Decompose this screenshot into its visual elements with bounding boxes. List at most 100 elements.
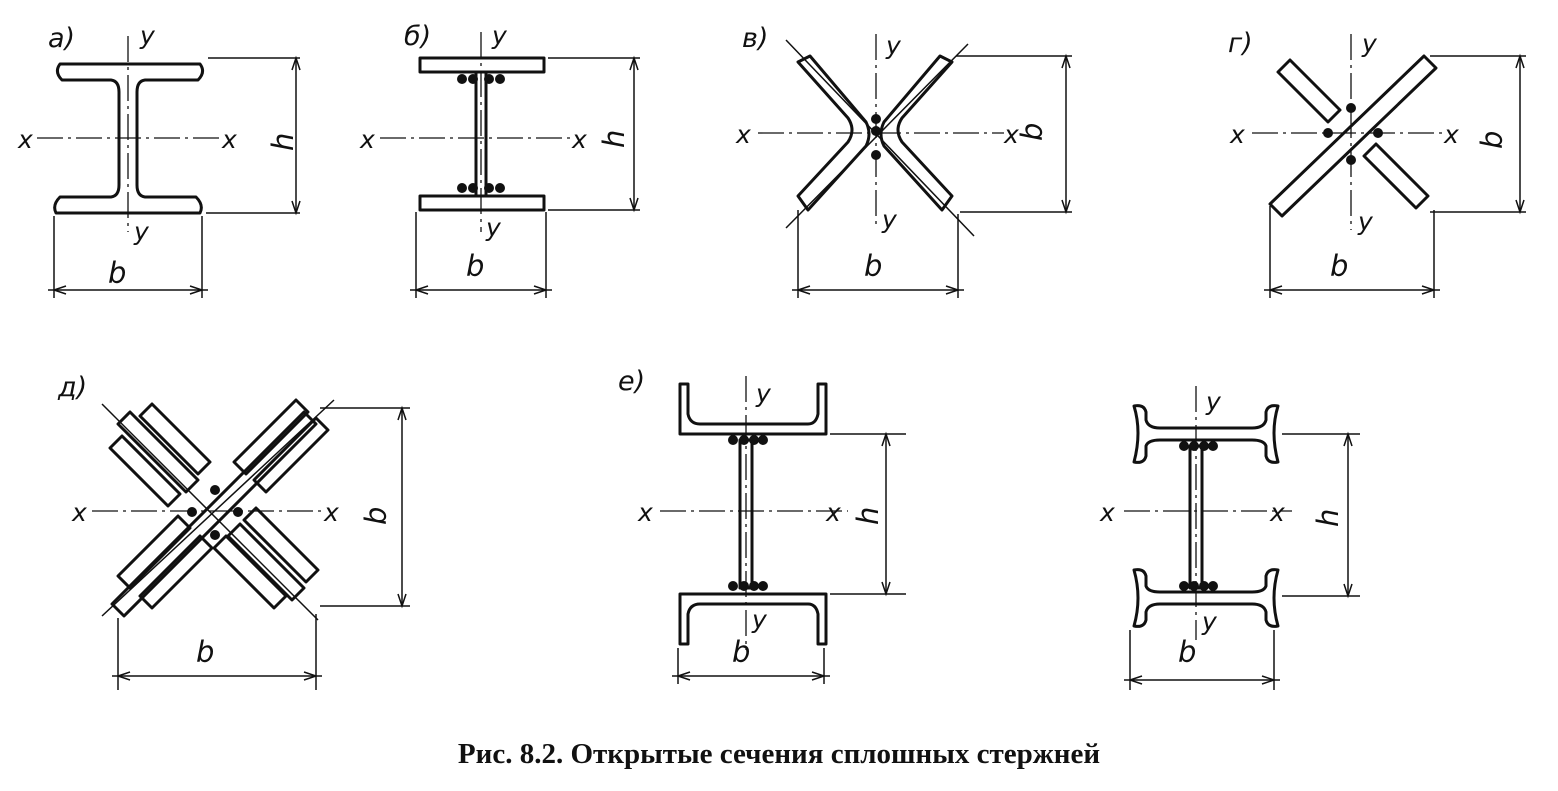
panel-b-dimension-b: b <box>410 212 552 298</box>
upper-right-plate-1 <box>232 398 310 476</box>
upper-left-plate-2 <box>108 434 182 508</box>
top-channel-section <box>678 382 828 436</box>
rolled-i-beam-section <box>53 62 205 215</box>
weld-dots <box>457 74 505 193</box>
panel-v-dim-side-label: b <box>1015 123 1049 141</box>
lower-right-plate-3 <box>212 534 288 610</box>
panel-d-dim-b-label: b <box>196 635 214 669</box>
diagonal-plate-lower-right <box>1362 142 1430 210</box>
upper-left-plate-3 <box>138 402 212 476</box>
bottom-flange-plate <box>418 194 546 212</box>
panel-g-y-label-bottom: y <box>1357 207 1374 236</box>
panel-d-x-label-left: x <box>71 498 87 527</box>
weld-dots <box>1323 103 1383 165</box>
panel-a-y-label-bottom: y <box>133 217 150 246</box>
panel-b-welded-i-beam: б) x x y y h b <box>359 21 640 298</box>
panel-e-y-label-top: y <box>755 379 772 408</box>
lower-left-plate-2 <box>138 534 214 610</box>
panel-b-dim-h-label: h <box>597 130 631 148</box>
panel-e-channel-section: е) x x y y h b <box>618 366 906 684</box>
panel-e2-dimension-b: b <box>1124 630 1280 690</box>
lower-left-plate-1 <box>116 514 192 590</box>
panel-a-rolled-i-beam: а) x x y y h b <box>17 21 301 298</box>
panel-b-x-label-right: x <box>571 125 587 154</box>
panel-g-x-label-right: x <box>1443 120 1459 149</box>
bottom-flared-flange <box>1132 568 1280 628</box>
panel-g-label: г) <box>1228 28 1253 59</box>
panel-e-y-label-bottom: y <box>751 605 768 634</box>
panel-b-dimension-h: h <box>548 55 640 213</box>
panel-d-dimension-side-b: b <box>320 405 410 609</box>
diagonal-plate-long <box>1268 54 1438 218</box>
panel-e2-y-label-bottom: y <box>1201 607 1218 636</box>
panel-e2-dim-h-label: h <box>1311 509 1345 527</box>
panel-a-dim-h-label: h <box>266 133 300 151</box>
panel-v-diagonal-2 <box>785 43 969 229</box>
left-angle-section <box>796 54 871 212</box>
panel-d-dimension-b: b <box>112 614 322 690</box>
panel-b-x-label-left: x <box>359 125 375 154</box>
panel-a-dimension-h: h <box>206 55 301 216</box>
panel-g-dim-b-label: b <box>1330 249 1348 283</box>
main-diagonal-plate <box>110 410 318 618</box>
weld-dots <box>187 485 243 540</box>
panel-v-cross-angles: в) x x y y b b <box>735 23 1072 298</box>
panel-v-dim-b-label: b <box>864 249 882 283</box>
panel-a-x-label-right: x <box>221 125 237 154</box>
upper-right-plate-2 <box>252 416 330 494</box>
panel-e-label: е) <box>618 366 645 397</box>
panel-d-label: д) <box>57 372 87 403</box>
panel-d-diagonal-1 <box>101 403 319 621</box>
panel-e-x-label-left: x <box>637 498 653 527</box>
panel-d-x-label-right: x <box>323 498 339 527</box>
panel-d-composite-cross: д) x x <box>57 372 410 690</box>
panel-b-label: б) <box>404 21 431 52</box>
panel-e2-dimension-h: h <box>1282 431 1360 599</box>
panel-v-y-label-bottom: y <box>881 205 898 234</box>
panel-a-dimension-b: b <box>48 216 208 298</box>
figure-caption: Рис. 8.2. Открытые сечения сплошных стер… <box>457 738 1101 770</box>
panel-v-dimension-side-b: b <box>956 53 1072 215</box>
panel-e-dimension-b: b <box>672 635 830 684</box>
bottom-channel-section <box>678 592 828 646</box>
panel-g-y-label-top: y <box>1361 29 1378 58</box>
panel-a-x-label-left: x <box>17 125 33 154</box>
diagonal-plate-upper-left <box>1276 58 1342 124</box>
weld-dots <box>1179 441 1218 591</box>
panel-g-x-label-left: x <box>1229 120 1245 149</box>
panel-e2-y-label-top: y <box>1205 387 1222 416</box>
panel-d-diagonal-2 <box>101 399 335 617</box>
panel-e2-dim-b-label: b <box>1178 635 1196 669</box>
lower-right-plate-1 <box>226 522 306 602</box>
panel-g-four-angles: г) x x y y b b <box>1228 28 1526 298</box>
panel-v-x-label-left: x <box>735 120 751 149</box>
panel-e-dim-b-label: b <box>732 635 750 669</box>
panel-v-y-label-top: y <box>885 31 902 60</box>
panel-g-dimension-side-b: b <box>1430 53 1526 215</box>
top-flared-flange <box>1132 404 1280 464</box>
diagonal-plates <box>108 398 330 618</box>
panel-v-label: в) <box>742 23 768 54</box>
panel-e2-flared-flange-section: x x y y h b <box>1099 386 1360 690</box>
panel-a-y-label-top: y <box>139 21 156 50</box>
lower-right-plate-2 <box>242 506 320 584</box>
panel-a-label: а) <box>48 23 75 54</box>
panel-e2-x-label-right: x <box>1269 498 1285 527</box>
panel-b-y-label-bottom: y <box>485 213 502 242</box>
panel-e-x-label-right: x <box>825 498 841 527</box>
panel-g-dim-side-label: b <box>1475 131 1509 149</box>
right-angle-section <box>879 54 954 212</box>
panel-b-dim-b-label: b <box>466 249 484 283</box>
panel-a-dim-b-label: b <box>108 256 126 290</box>
panel-e-dim-h-label: h <box>851 507 885 525</box>
panel-v-x-label-right: x <box>1003 120 1019 149</box>
panel-d-dim-side-label: b <box>359 507 393 525</box>
weld-dots <box>728 435 768 591</box>
top-flange-plate <box>418 56 546 74</box>
panel-v-dimension-b: b <box>792 210 964 298</box>
panel-e2-x-label-left: x <box>1099 498 1115 527</box>
panel-g-dimension-b: b <box>1264 206 1440 298</box>
panel-b-y-label-top: y <box>491 21 508 50</box>
panel-e-dimension-h: h <box>830 431 906 597</box>
